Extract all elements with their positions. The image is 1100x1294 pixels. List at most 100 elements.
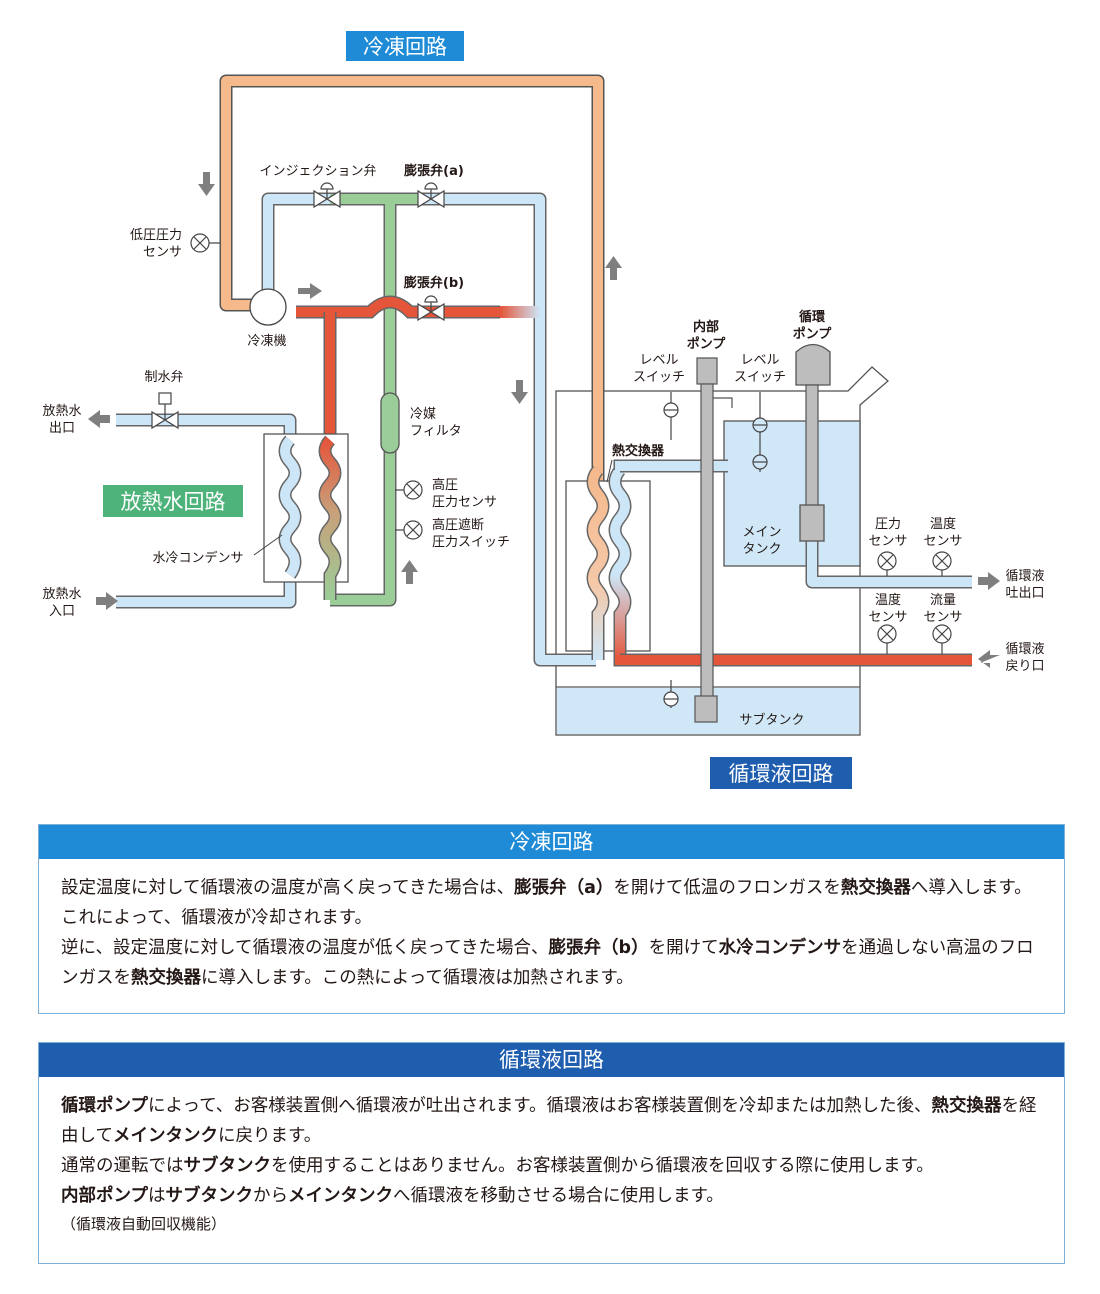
pressure-sensor-outlet — [877, 551, 897, 576]
flow-arrow-up-lower — [401, 560, 418, 584]
label-refrigerant-filter-1: 冷媒 — [410, 407, 436, 422]
text-run: 通常の運転では — [61, 1156, 184, 1176]
label-refrigeration-circuit: 冷凍回路 — [346, 31, 464, 61]
heat-exchanger — [565, 465, 651, 660]
text-run: に導入します。この熱によって循環液は加熱されます。 — [201, 968, 634, 988]
leader-water-condenser — [253, 534, 283, 556]
high-pressure-switch — [395, 520, 423, 540]
text-run: へ循環液を移動させる場合に使用します。 — [392, 1186, 724, 1206]
flow-arrow-fluid-return — [978, 650, 1000, 668]
svg-text:放熱水回路: 放熱水回路 — [121, 490, 226, 514]
text-run: を経由して — [61, 1096, 1037, 1146]
expansion-valve-b — [417, 295, 445, 322]
label-main-tank-1: メイン — [742, 525, 781, 540]
bold-term: 膨張弁（a） — [514, 878, 614, 898]
text-run: から — [252, 1186, 288, 1206]
label-injection-valve: インジェクション弁 — [259, 164, 376, 179]
bold-term: 内部ポンプ — [61, 1186, 148, 1206]
water-control-valve — [151, 392, 179, 430]
panel-refrigeration-title: 冷凍回路 — [39, 825, 1064, 859]
water-cooled-condenser — [263, 433, 349, 600]
text-run: へ導入します。これによって、循環液が冷却されます。 — [61, 878, 1032, 928]
label-refrigerant-filter-2: フィルタ — [410, 424, 462, 439]
low-pressure-sensor — [190, 233, 220, 253]
bold-term: 熱交換器 — [931, 1096, 1002, 1116]
flow-arrow-radiator-inlet — [96, 592, 118, 610]
label-fluid-return-2: 戻り口 — [1005, 659, 1044, 674]
label-low-pressure-sensor-2: センサ — [143, 245, 182, 260]
label-fluid-return-1: 循環液 — [1005, 642, 1044, 657]
panel-circulating-paragraph-2: 通常の運転ではサブタンクを使用することはありません。お客様装置側から循環液を回収… — [61, 1151, 1042, 1181]
panel-circulating-paragraph-1: 循環ポンプによって、お客様装置側へ循環液が吐出されます。循環液はお客様装置側を冷… — [61, 1091, 1042, 1151]
label-circulating-fluid-circuit: 循環液回路 — [710, 757, 852, 789]
label-heat-exchanger: 熱交換器 — [612, 443, 665, 459]
label-low-pressure-sensor-1: 低圧圧力 — [130, 228, 182, 243]
label-temp-sensor-outlet-2: センサ — [923, 534, 962, 549]
bold-term: メインタンク — [112, 1126, 218, 1146]
level-switch-left — [663, 392, 679, 708]
text-run: によって、お客様装置側へ循環液が吐出されます。循環液はお客様装置側を冷却または加… — [147, 1096, 932, 1116]
label-hp-switch-2: 圧力スイッチ — [432, 535, 510, 550]
text-run: を開けて — [648, 938, 719, 958]
text-run: 逆に、設定温度に対して循環液の温度が低く戻ってきた場合、 — [61, 938, 549, 958]
injection-valve — [313, 182, 341, 209]
flow-arrow-down-mid — [511, 380, 528, 404]
panel-refrigeration-paragraph-1: 設定温度に対して循環液の温度が高く戻ってきた場合は、膨張弁（a）を開けて低温のフ… — [61, 873, 1042, 933]
tank-filler-neck — [847, 366, 889, 406]
label-level-switch-right-1: レベル — [740, 353, 779, 368]
high-pressure-sensor — [395, 480, 423, 500]
circulating-pump — [795, 343, 831, 542]
label-level-switch-left-1: レベル — [639, 353, 678, 368]
refrigerant-filter — [380, 392, 400, 454]
leader-heat-exchanger — [606, 459, 613, 483]
label-circ-pump-2: ポンプ — [793, 326, 833, 342]
flow-arrow-right-top — [298, 283, 322, 299]
flow-arrow-up-right — [605, 256, 622, 280]
label-main-tank-2: タンク — [742, 542, 781, 557]
svg-text:循環液回路: 循環液回路 — [729, 762, 834, 786]
label-pressure-sensor-2: センサ — [868, 534, 907, 549]
panel-circulating-note: （循環液自動回収機能） — [61, 1215, 227, 1233]
label-hp-sensor-1: 高圧 — [432, 477, 458, 493]
bold-term: サブタンク — [165, 1186, 253, 1206]
flow-sensor-return — [932, 624, 952, 654]
main-tank — [723, 420, 861, 567]
label-flow-sensor-1: 流量 — [930, 593, 956, 608]
label-fluid-outlet-2: 吐出口 — [1005, 586, 1044, 601]
label-radiator-inlet-2: 入口 — [49, 604, 75, 619]
bold-term: メインタンク — [287, 1186, 393, 1206]
text-run: に戻ります。 — [217, 1126, 322, 1146]
bold-term: 循環ポンプ — [61, 1096, 148, 1116]
label-level-switch-left-2: スイッチ — [633, 370, 685, 385]
text-run: は — [147, 1186, 166, 1206]
label-sub-tank: サブタンク — [739, 712, 804, 728]
label-radiator-inlet-1: 放熱水 — [42, 587, 81, 602]
bold-term: 膨張弁（b） — [548, 938, 649, 958]
panel-circulating-fluid: 循環液回路 循環ポンプによって、お客様装置側へ循環液が吐出されます。循環液はお客… — [38, 1042, 1065, 1264]
label-water-control-valve: 制水弁 — [144, 370, 183, 385]
level-switch-right — [752, 392, 768, 472]
panel-circulating-paragraph-3: 内部ポンプはサブタンクからメインタンクへ循環液を移動させる場合に使用します。 — [61, 1181, 1042, 1211]
temperature-sensor-return — [877, 624, 897, 654]
label-temp-sensor-return-2: センサ — [868, 610, 907, 625]
label-expansion-valve-b: 膨張弁(b) — [403, 275, 464, 291]
label-radiator-outlet-2: 出口 — [49, 421, 75, 436]
flow-arrow-down-left — [198, 172, 215, 196]
text-run: を使用することはありません。お客様装置側から循環液を回収する際に使用します。 — [271, 1156, 934, 1176]
label-internal-pump-1: 内部 — [693, 319, 719, 335]
flow-arrow-radiator-outlet — [88, 410, 110, 428]
label-pressure-sensor-1: 圧力 — [875, 517, 901, 532]
panel-circulating-title: 循環液回路 — [39, 1043, 1064, 1077]
label-expansion-valve-a: 膨張弁(a) — [403, 163, 464, 179]
label-fluid-outlet-1: 循環液 — [1005, 569, 1044, 584]
text-run: 設定温度に対して循環液の温度が高く戻ってきた場合は、 — [61, 878, 515, 898]
label-hp-switch-1: 高圧遮断 — [432, 517, 484, 533]
label-circ-pump-1: 循環 — [799, 309, 826, 325]
temperature-sensor-outlet — [932, 551, 952, 576]
label-radiator-water-circuit: 放熱水回路 — [103, 485, 243, 517]
flow-arrows — [88, 172, 1000, 668]
label-internal-pump-2: ポンプ — [687, 336, 727, 352]
label-radiator-outlet-1: 放熱水 — [42, 404, 81, 419]
panel-refrigeration: 冷凍回路 設定温度に対して循環液の温度が高く戻ってきた場合は、膨張弁（a）を開け… — [38, 824, 1065, 1014]
flow-arrow-fluid-outlet — [978, 572, 1000, 590]
